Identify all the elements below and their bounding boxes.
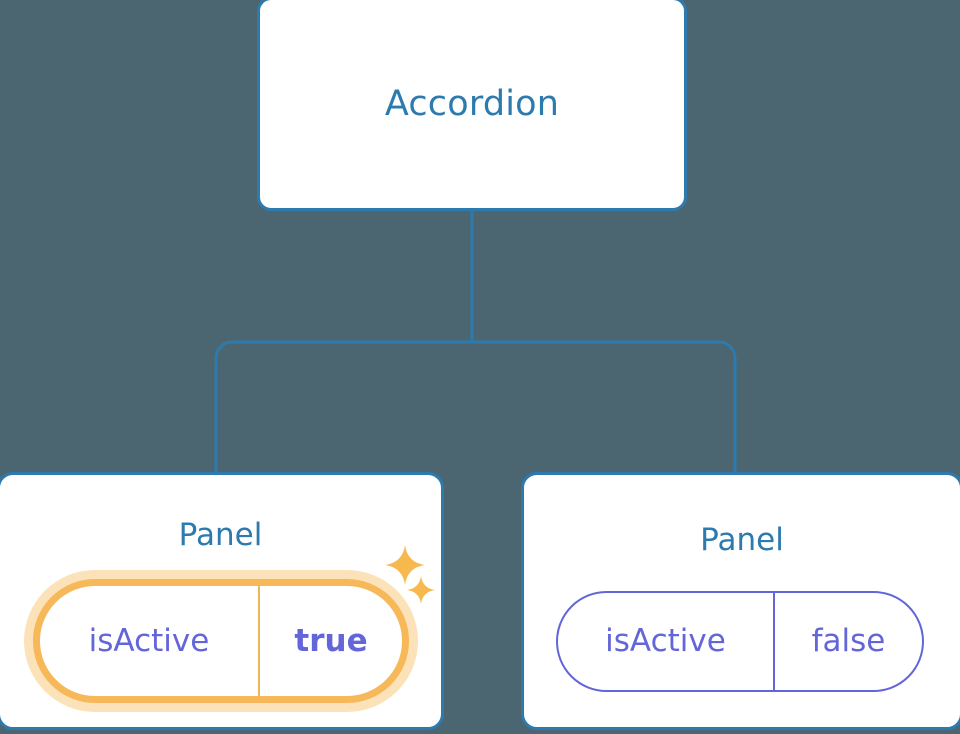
connector-branch-bus — [214, 340, 737, 472]
node-panel-inactive-title: Panel — [700, 522, 784, 558]
prop-pill-isactive-false[interactable]: isActive false — [556, 591, 924, 692]
prop-value-false: false — [773, 593, 922, 690]
prop-value-true: true — [258, 586, 402, 696]
prop-pill-isactive-true[interactable]: isActive true — [33, 579, 409, 703]
node-accordion[interactable]: Accordion — [257, 0, 687, 211]
prop-pill-isactive-true-wrapper[interactable]: isActive true — [24, 570, 418, 712]
node-accordion-title: Accordion — [384, 83, 560, 124]
prop-key-isactive: isActive — [88, 622, 210, 659]
prop-key-isactive: isActive — [605, 623, 726, 659]
node-panel-active-title: Panel — [178, 517, 263, 553]
